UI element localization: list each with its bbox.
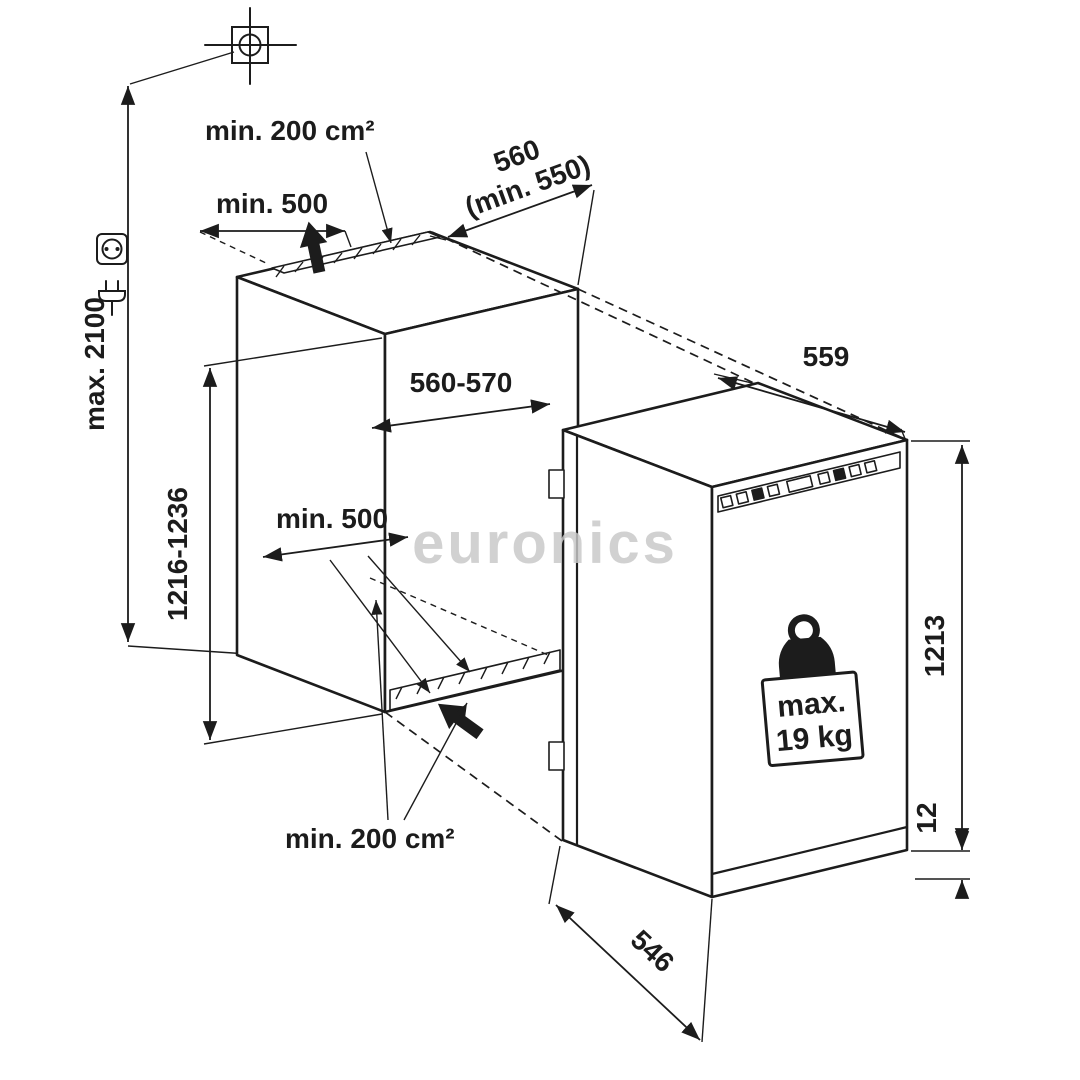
- base-vent-area-label: min. 200 cm²: [285, 823, 455, 854]
- hinge-top: [548, 469, 565, 499]
- total-height-label: max. 2100: [79, 297, 110, 431]
- appliance-height-label: 1213: [919, 615, 950, 677]
- dimension-niche-height: 1216-1236: [162, 337, 383, 745]
- dimension-bottom-clearance: 12: [911, 802, 970, 899]
- dimension-appliance-width: 559: [713, 341, 907, 442]
- niche-height-label: 1216-1236: [162, 487, 193, 621]
- niche-width-label: 560-570: [410, 367, 513, 398]
- door-load-line2: 19 kg: [775, 718, 854, 758]
- dimension-niche-width: 560-570: [371, 367, 551, 433]
- appliance-box: max. 19 kg: [548, 381, 909, 899]
- dimension-base-vent-area: min. 200 cm²: [285, 599, 468, 854]
- dimension-total-height: max. 2100: [79, 51, 249, 655]
- plinth-line: [710, 825, 909, 876]
- niche-left-face: [235, 275, 387, 714]
- dimension-top-vent-area: min. 200 cm²: [205, 115, 393, 244]
- bottom-clearance-label: 12: [911, 802, 942, 833]
- airflow-arrow-bottom-icon: [437, 703, 484, 740]
- dimension-top-vent-width: min. 500: [199, 188, 352, 264]
- power-socket-icon: [96, 233, 128, 265]
- niche-box: [235, 230, 580, 714]
- appliance-depth-label: 546: [625, 924, 680, 979]
- niche-opening-outline: [383, 287, 580, 714]
- base-vent-grille: [389, 649, 561, 711]
- top-vent-width-label: min. 500: [216, 188, 328, 219]
- appliance-side-face: [561, 428, 714, 899]
- door-load-badge: max. 19 kg: [760, 614, 865, 768]
- top-vent-area-label: min. 200 cm²: [205, 115, 375, 146]
- hinge-bottom: [548, 741, 565, 771]
- appliance-width-label: 559: [803, 341, 850, 372]
- watermark: euronics: [412, 511, 678, 576]
- door-load-line1: max.: [776, 685, 847, 724]
- crosshair-registration-icon: [204, 7, 297, 85]
- dimension-appliance-height: 1213: [911, 440, 970, 852]
- dimension-base-vent-width: min. 500: [262, 503, 471, 694]
- control-panel: [717, 451, 901, 513]
- base-vent-width-label: min. 500: [276, 503, 388, 534]
